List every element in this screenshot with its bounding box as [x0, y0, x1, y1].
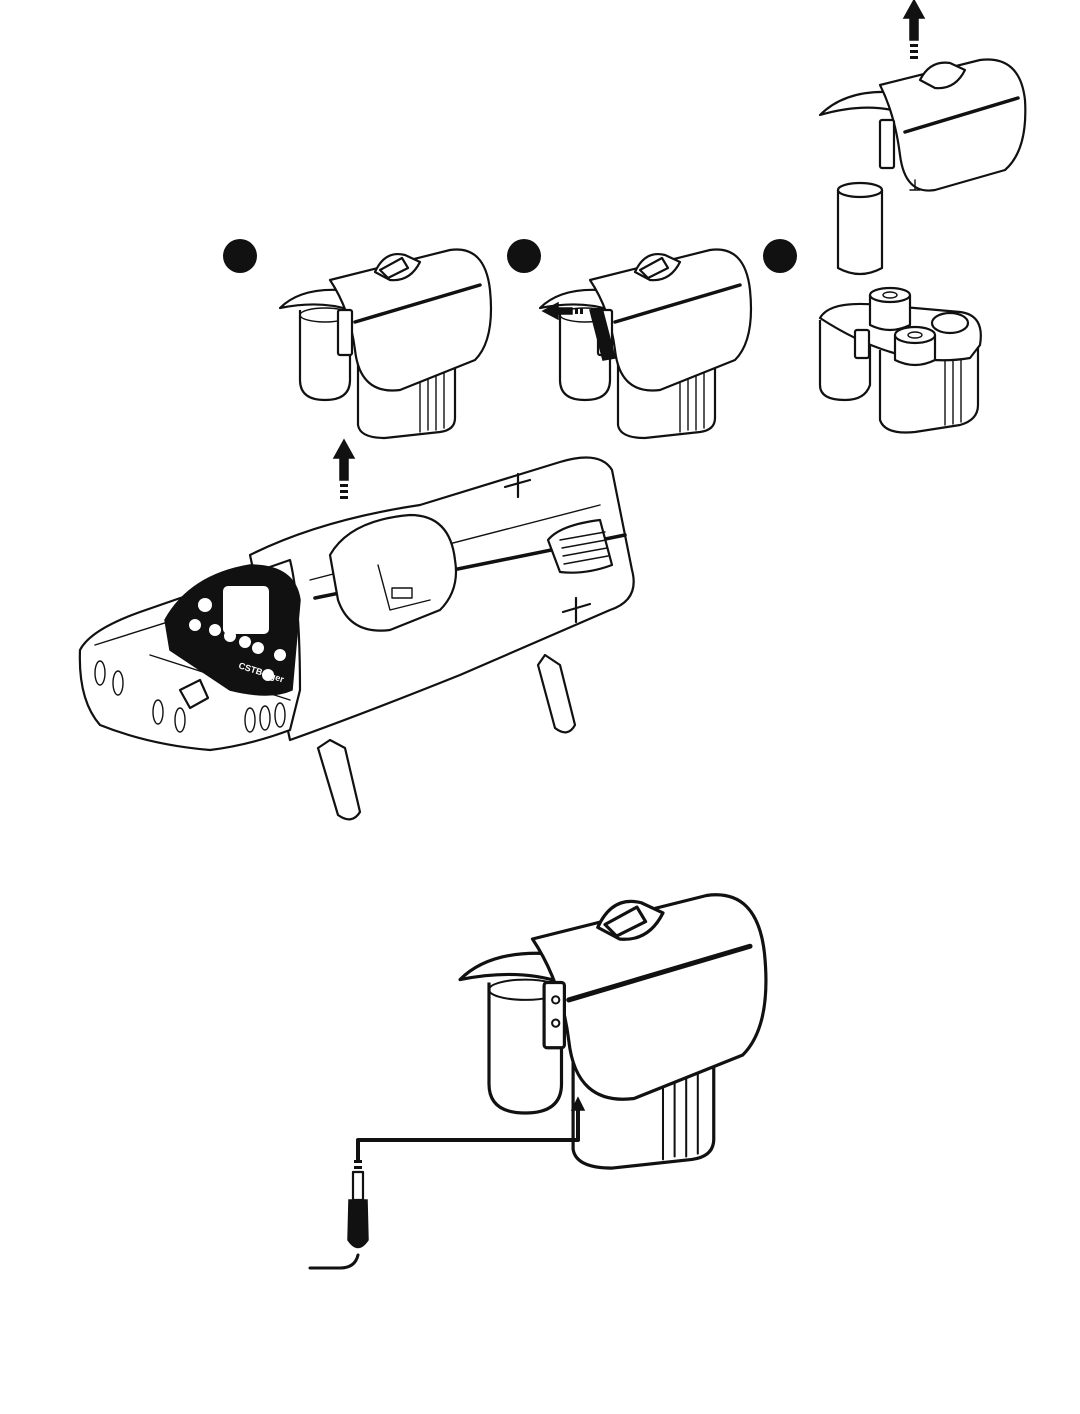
step-3-marker	[763, 239, 797, 273]
panel-button-4	[239, 636, 251, 648]
step-2-marker	[507, 239, 541, 273]
display-screen	[222, 585, 270, 635]
charger-plug	[310, 1172, 368, 1268]
panel-button-3	[224, 630, 236, 642]
lift-up-arrow	[334, 440, 354, 499]
panel-button-1	[189, 619, 201, 631]
charging-battery-pack	[460, 895, 766, 1168]
pipe-laser-body	[80, 458, 634, 820]
panel-button-2	[209, 624, 221, 636]
panel-button-5	[252, 642, 264, 654]
battery-tray-with-cells	[820, 288, 981, 433]
loose-battery-cell	[838, 183, 882, 274]
step-1-battery-pack	[280, 250, 491, 439]
remove-lid-arrow	[904, 0, 924, 59]
panel-button-6	[274, 649, 286, 661]
step-1-marker	[223, 239, 257, 273]
power-button	[198, 598, 212, 612]
step-3-open-lid	[820, 60, 1025, 191]
step-2-battery-pack	[540, 250, 751, 439]
